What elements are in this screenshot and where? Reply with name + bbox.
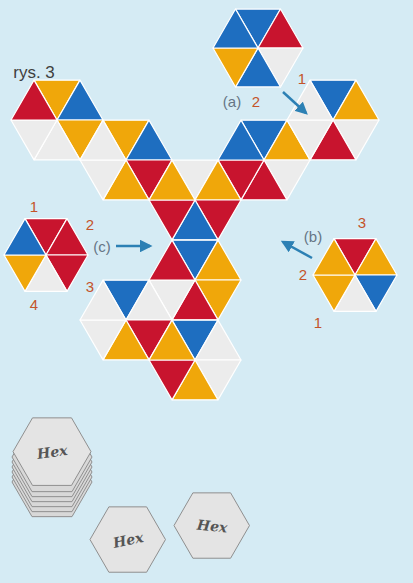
tile-triangle [149, 240, 195, 280]
tile-triangle [149, 320, 195, 360]
tile-triangle [46, 219, 88, 255]
tile-triangle [80, 120, 126, 160]
tile-triangle [149, 160, 195, 200]
tile-triangle [126, 280, 172, 320]
callout-number: (a) [223, 94, 241, 109]
tile-shape [13, 418, 91, 486]
face-down-tile: Hex [89, 506, 166, 573]
tile-triangle [287, 120, 333, 160]
figure-label: rys. 3 [13, 64, 55, 81]
hex-tile [287, 80, 379, 160]
callout-number: 3 [358, 215, 366, 230]
hex-tile [149, 320, 241, 400]
callout-number: 3 [86, 279, 94, 294]
tile-triangle [149, 360, 195, 400]
tile-triangle [80, 320, 126, 360]
tile-triangle [11, 120, 57, 160]
tile-triangle [195, 320, 241, 360]
callout-number: 2 [86, 217, 94, 232]
callout-number: (c) [93, 239, 111, 254]
hex-tile [213, 9, 303, 87]
tile-triangle [213, 48, 258, 87]
tile-triangle [80, 160, 126, 200]
hex-tile [4, 219, 88, 292]
tile-shape [174, 493, 249, 558]
callout-number: (b) [304, 229, 322, 244]
hex-tile [149, 160, 241, 240]
tile-triangle [313, 275, 355, 311]
tile-logo: Hex [196, 516, 228, 535]
callout-number: 2 [299, 267, 307, 282]
tile-triangle [149, 200, 195, 240]
tile-triangle [213, 9, 258, 48]
tile-triangle [313, 239, 355, 275]
tile-triangle [4, 255, 46, 291]
tile-triangle [4, 219, 46, 255]
tile-triangle [258, 9, 303, 48]
tile-triangle [218, 120, 264, 160]
callout-number: 4 [30, 297, 38, 312]
tile-triangle [355, 239, 397, 275]
tile-triangle [11, 80, 57, 120]
callout-number: 1 [298, 71, 306, 86]
placement-arrow [283, 92, 306, 113]
tile-triangle [287, 80, 333, 120]
tile-triangle [195, 240, 241, 280]
placement-arrow [116, 245, 150, 248]
tile-triangle [333, 80, 379, 120]
placement-arrow [283, 242, 312, 258]
callout-number: 2 [252, 94, 260, 109]
tile-triangle [195, 160, 241, 200]
hex-tile [313, 239, 397, 312]
tile-triangle [126, 120, 172, 160]
callout-number: 1 [314, 315, 322, 330]
tile-shape [90, 507, 165, 572]
face-down-tile: Hex [173, 492, 250, 559]
face-down-tile: Hex [12, 417, 92, 486]
callout-number: 1 [30, 199, 38, 214]
tile-triangle [57, 80, 103, 120]
